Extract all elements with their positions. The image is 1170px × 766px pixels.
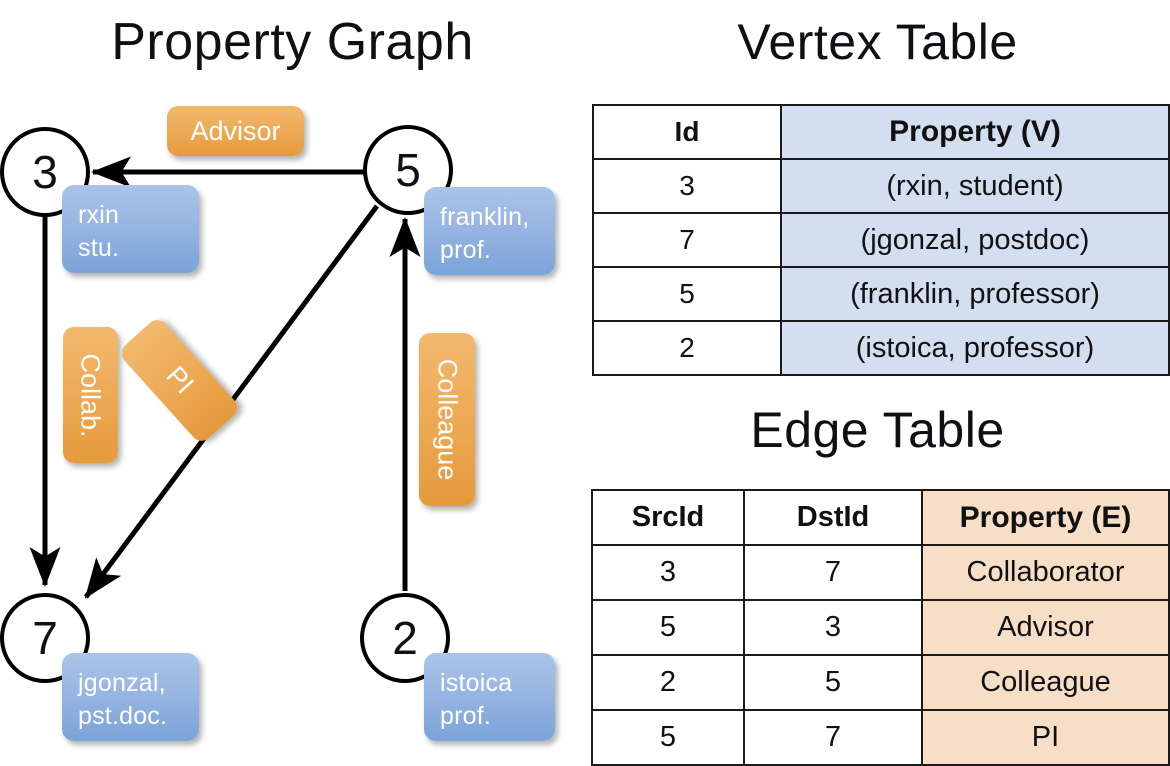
vertex-table: Id Property (V) 3 (rxin, student) 7 (jgo…	[592, 104, 1170, 376]
edge-label-advisor-text: Advisor	[190, 115, 281, 146]
table-row[interactable]: 5 3 Advisor	[591, 599, 1170, 656]
edge-row-1-property: Advisor	[921, 599, 1170, 656]
edge-label-colleague[interactable]: Colleague	[419, 333, 475, 506]
node-property-rxin-line2: stu.	[78, 234, 120, 262]
table-row[interactable]: 7 (jgonzal, postdoc)	[592, 212, 1170, 268]
edge-row-2-property: Colleague	[921, 654, 1170, 711]
edge-label-pi-text: PI	[160, 360, 200, 400]
edge-label-colleague-text: Colleague	[432, 358, 463, 481]
vertex-table-header-row: Id Property (V)	[592, 104, 1170, 160]
edge-row-3-dst: 7	[743, 709, 923, 766]
page-title-vertex-table: Vertex Table	[737, 14, 1018, 70]
vertex-row-0-id: 3	[592, 158, 782, 214]
edge-label-collab[interactable]: Collab.	[63, 327, 118, 463]
node-property-box-rxin[interactable]: rxin stu.	[62, 185, 199, 273]
graph-node-3-label: 3	[32, 146, 58, 198]
page-title-property-graph: Property Graph	[111, 13, 474, 71]
edge-table-header-dstid: DstId	[743, 489, 923, 546]
edge-table-header-property: Property (E)	[921, 489, 1170, 546]
node-property-box-franklin[interactable]: franklin, prof.	[424, 187, 555, 275]
edge-row-1-dst: 3	[743, 599, 923, 656]
edge-row-0-src: 3	[591, 544, 745, 601]
node-property-jgonzal-line1: jgonzal,	[78, 669, 166, 697]
edge-row-0-dst: 7	[743, 544, 923, 601]
edge-row-2-src: 2	[591, 654, 745, 711]
edge-table-header-srcid: SrcId	[591, 489, 745, 546]
node-property-franklin-line2: prof.	[440, 236, 492, 264]
node-property-jgonzal-line2: pst.doc.	[78, 702, 168, 730]
edge-table: SrcId DstId Property (E) 3 7 Collaborato…	[591, 489, 1170, 766]
node-property-box-jgonzal[interactable]: jgonzal, pst.doc.	[62, 653, 199, 741]
node-property-istoica-line2: prof.	[440, 702, 492, 730]
table-row[interactable]: 5 7 PI	[591, 709, 1170, 766]
page-title-edge-table: Edge Table	[750, 402, 1005, 458]
table-row[interactable]: 2 (istoica, professor)	[592, 320, 1170, 376]
table-row[interactable]: 2 5 Colleague	[591, 654, 1170, 711]
vertex-row-1-id: 7	[592, 212, 782, 268]
vertex-table-header-id: Id	[592, 104, 782, 160]
vertex-row-2-property: (franklin, professor)	[780, 266, 1170, 322]
edge-label-collab-text: Collab.	[76, 352, 107, 438]
vertex-row-0-property: (rxin, student)	[780, 158, 1170, 214]
graph-node-5-label: 5	[395, 144, 421, 196]
vertex-row-3-property: (istoica, professor)	[780, 320, 1170, 376]
node-property-box-istoica[interactable]: istoica prof.	[424, 653, 555, 741]
edge-row-3-property: PI	[921, 709, 1170, 766]
node-property-istoica-line1: istoica	[440, 669, 513, 697]
graph-node-2[interactable]: 2	[360, 593, 450, 683]
vertex-row-3-id: 2	[592, 320, 782, 376]
graph-node-7-label: 7	[32, 612, 58, 664]
edge-row-3-src: 5	[591, 709, 745, 766]
vertex-row-1-property: (jgonzal, postdoc)	[780, 212, 1170, 268]
table-row[interactable]: 5 (franklin, professor)	[592, 266, 1170, 322]
edge-label-advisor[interactable]: Advisor	[167, 106, 304, 156]
edge-row-1-src: 5	[591, 599, 745, 656]
table-row[interactable]: 3 (rxin, student)	[592, 158, 1170, 214]
edge-table-header-row: SrcId DstId Property (E)	[591, 489, 1170, 546]
vertex-table-header-property: Property (V)	[780, 104, 1170, 160]
node-property-rxin-line1: rxin	[78, 201, 120, 229]
edge-row-2-dst: 5	[743, 654, 923, 711]
node-property-franklin-line1: franklin,	[440, 203, 530, 231]
graph-node-2-label: 2	[392, 612, 418, 664]
vertex-row-2-id: 5	[592, 266, 782, 322]
edge-row-0-property: Collaborator	[921, 544, 1170, 601]
graph-node-5[interactable]: 5	[363, 125, 453, 215]
table-row[interactable]: 3 7 Collaborator	[591, 544, 1170, 601]
